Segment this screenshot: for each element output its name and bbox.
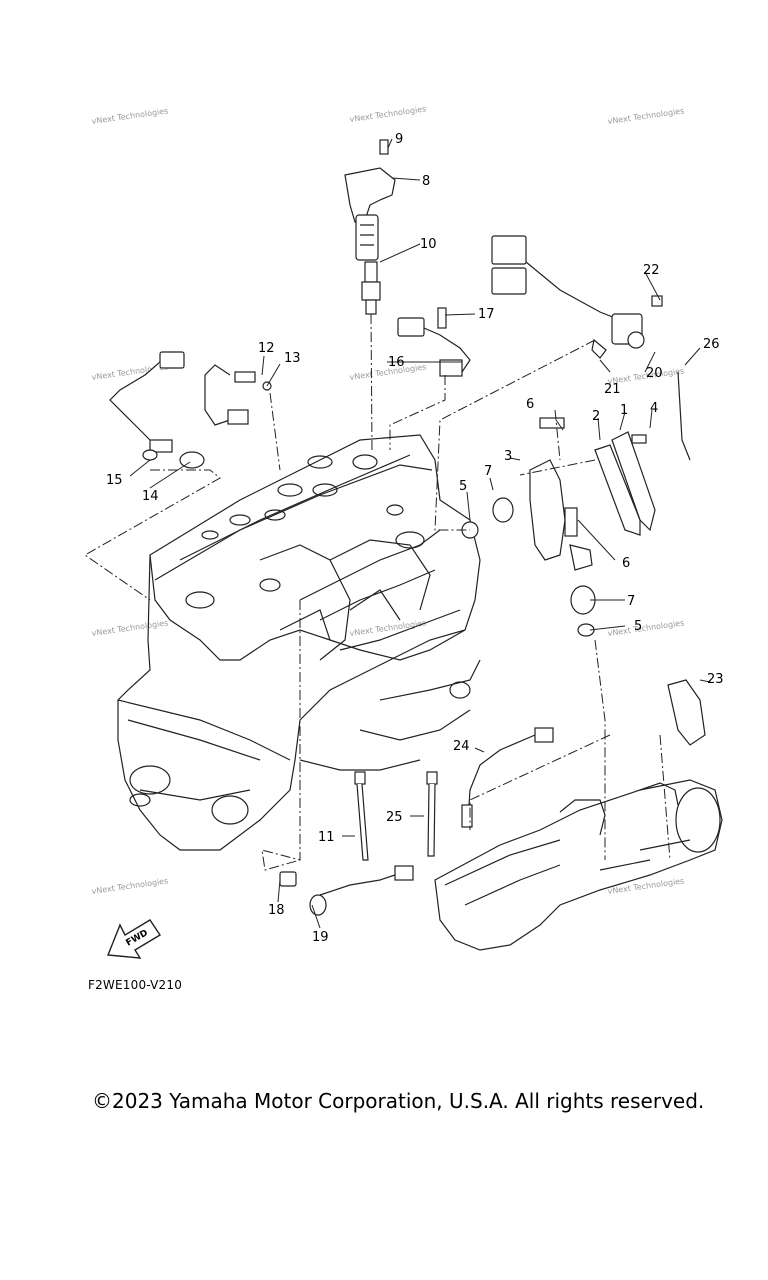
spark-plug	[361, 261, 381, 315]
callout-21: 21	[604, 382, 621, 397]
leader-lines	[129, 138, 711, 929]
callout-17: 17	[478, 307, 495, 322]
harness-23-24	[461, 679, 706, 828]
ignition-coil	[344, 139, 396, 261]
callout-25: 25	[386, 810, 403, 825]
watermark-bottom-right: vNext Technologies	[607, 876, 685, 896]
callout-11: 11	[318, 830, 335, 845]
callout-24: 24	[453, 739, 470, 754]
watermark-low-left: vNext Technologies	[91, 618, 169, 638]
callout-14: 14	[142, 489, 159, 504]
callout-10: 10	[420, 237, 437, 252]
callout-7: 7	[484, 464, 492, 479]
callout-26: 26	[703, 337, 720, 352]
callout-13: 13	[284, 351, 301, 366]
engine-block	[117, 434, 481, 851]
callouts: 9 8 10 22 17 12 13 26 16 20 21 6 2 1 4 3…	[106, 132, 724, 945]
watermark-low-right: vNext Technologies	[607, 618, 685, 638]
watermark-top-left: vNext Technologies	[91, 106, 169, 126]
callout-6: 6	[526, 397, 534, 412]
sensors-18-19	[279, 865, 414, 916]
callout-5: 5	[459, 479, 467, 494]
copyright-notice: ©2023 Yamaha Motor Corporation, U.S.A. A…	[92, 1089, 705, 1113]
cover-plates-1-2	[594, 371, 691, 536]
callout-7b: 7	[627, 594, 635, 609]
sensor-16-17	[397, 307, 471, 377]
callout-16: 16	[388, 355, 405, 370]
callout-18: 18	[268, 903, 285, 918]
harness-20-22	[491, 235, 663, 359]
diagram-code: F2WE100-V210	[88, 978, 183, 992]
dash-lines	[84, 313, 671, 871]
watermarks: vNext Technologies vNext Technologies vN…	[91, 104, 685, 896]
callout-4: 4	[650, 401, 658, 416]
callout-6b: 6	[622, 556, 630, 571]
fwd-arrow: FWD	[107, 919, 161, 959]
callout-2: 2	[592, 409, 600, 424]
callout-20: 20	[646, 366, 663, 381]
watermark-top-center: vNext Technologies	[349, 104, 427, 124]
callout-19: 19	[312, 930, 329, 945]
callout-5b: 5	[634, 619, 642, 634]
callout-8: 8	[422, 174, 430, 189]
callout-9: 9	[395, 132, 403, 147]
exhaust-manifold	[434, 779, 723, 951]
callout-3: 3	[504, 449, 512, 464]
callout-15: 15	[106, 473, 123, 488]
cable-ties-11-25	[354, 771, 438, 861]
watermark-bottom-left: vNext Technologies	[91, 876, 169, 896]
callout-22: 22	[643, 263, 660, 278]
callout-1: 1	[620, 403, 628, 418]
callout-23: 23	[707, 672, 724, 687]
callout-12: 12	[258, 341, 275, 356]
watermark-low-center: vNext Technologies	[349, 618, 427, 638]
bracket-3-7	[461, 417, 596, 637]
watermark-top-right: vNext Technologies	[607, 106, 685, 126]
